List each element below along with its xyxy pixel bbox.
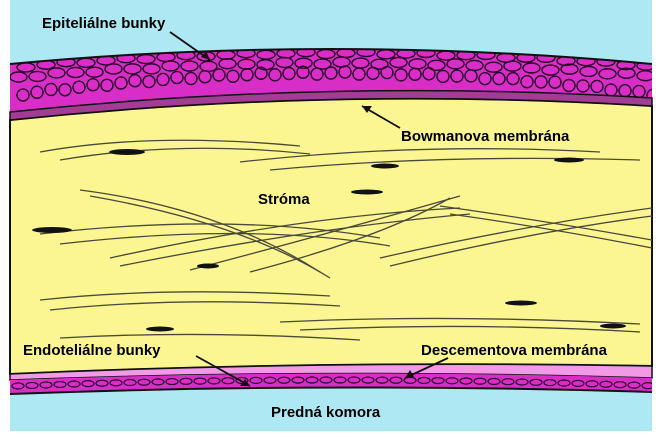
label-bowman-membrane: Bowmanova membrána: [401, 129, 569, 144]
frame-bottom: [0, 431, 662, 437]
label-descemet-membrane: Descementova membrána: [421, 343, 607, 358]
label-stroma: Stróma: [258, 192, 310, 207]
label-epithelial-cells: Epiteliálne bunky: [42, 16, 165, 31]
frame-left: [0, 0, 10, 437]
label-endothelial-cells: Endoteliálne bunky: [23, 343, 161, 358]
frame-right: [652, 0, 662, 437]
label-anterior-chamber: Predná komora: [271, 405, 380, 420]
